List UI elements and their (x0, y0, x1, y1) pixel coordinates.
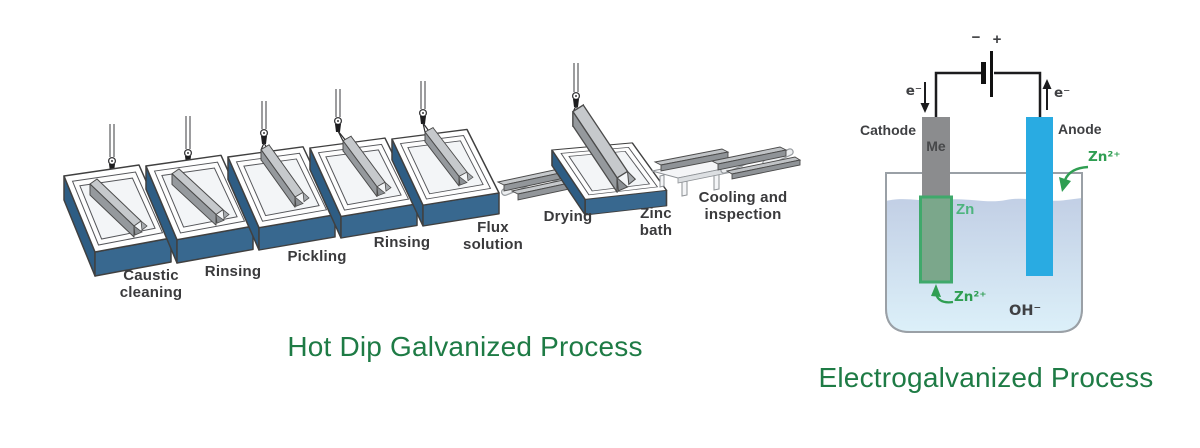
electro-title: Electrogalvanized Process (818, 362, 1154, 393)
station-label-flux-solution: Flux solution (463, 219, 523, 253)
hot-dip-title: Hot Dip Galvanized Process (287, 331, 643, 362)
cooling-table-icon (651, 146, 802, 197)
battery-minus-label: − (971, 29, 981, 46)
electron-label-right: e⁻ (1054, 85, 1071, 101)
station-label-pickling: Pickling (287, 248, 347, 265)
zn-ion-arrowhead-icon (1059, 177, 1071, 192)
electron-label-left: e⁻ (905, 83, 922, 99)
station-label-rinsing-2: Rinsing (373, 234, 431, 251)
hydroxide-label: OH⁻ (1009, 303, 1042, 319)
hoist-rod-icon (335, 89, 341, 117)
station-label-drying: Drying (543, 208, 593, 225)
electro-cell (885, 51, 1089, 333)
cathode-label: Cathode (860, 122, 916, 138)
zinc-ion-label-top: Zn²⁺ (1088, 149, 1121, 165)
anode-label: Anode (1058, 121, 1102, 137)
hook-pin-icon (575, 95, 577, 97)
bath-rim (885, 172, 1083, 333)
zinc-ion-label-bottom: Zn²⁺ (954, 289, 987, 305)
anode-bar (1026, 117, 1053, 276)
cathode-bar (922, 117, 950, 199)
hook-block-icon (573, 99, 579, 107)
zn-ion-arrow-icon (1063, 165, 1089, 181)
hoist-rod-icon (109, 124, 115, 157)
hoist-rod-icon (261, 101, 267, 129)
hook-pin-icon (422, 112, 424, 114)
electron-arrow-down-icon (920, 103, 930, 113)
hook-pin-icon (187, 152, 189, 154)
wire-right (994, 71, 1042, 118)
station-label-cooling-inspection: Cooling and inspection (698, 189, 788, 223)
hook-pin-icon (337, 120, 339, 122)
hook-block-icon (335, 124, 341, 132)
station-label-caustic-cleaning: Caustic cleaning (119, 267, 183, 301)
zinc-coating (919, 195, 953, 284)
hook-pin-icon (263, 132, 265, 134)
wire-left (934, 71, 981, 118)
cathode-material-label: Me (926, 138, 946, 154)
hoist-rod-icon (420, 81, 426, 109)
electron-arrow-up-icon (1042, 79, 1052, 89)
station-label-rinsing-1: Rinsing (204, 263, 262, 280)
zn-ion-arrowhead-icon (931, 284, 941, 297)
hoist-rod-icon (573, 63, 579, 92)
zinc-coating-label: Zn (956, 201, 975, 218)
battery-plus-label: + (992, 31, 1002, 48)
hoist-rod-icon (185, 116, 191, 149)
hook-pin-icon (111, 160, 113, 162)
hook-block-icon (261, 136, 267, 144)
station-label-zinc-bath: Zinc bath (639, 205, 673, 239)
hook-block-icon (420, 116, 426, 124)
